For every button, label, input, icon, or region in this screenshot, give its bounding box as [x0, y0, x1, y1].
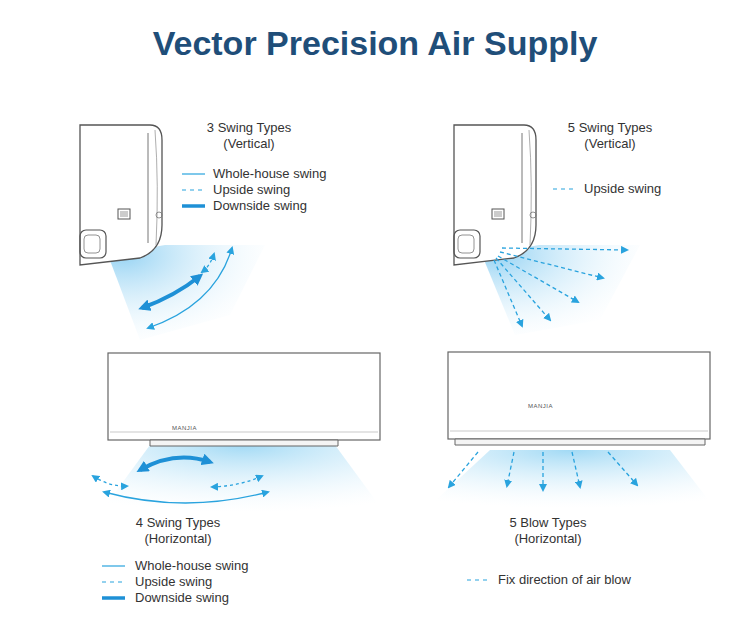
legend-text: Upside swing — [584, 181, 661, 197]
legend-sample — [102, 563, 125, 569]
panel-label: 4 Swing Types (Horizontal) — [118, 515, 238, 547]
legend-text: Whole-house swing — [135, 558, 248, 574]
panel-label: 3 Swing Types (Vertical) — [189, 120, 309, 152]
page-title: Vector Precision Air Supply — [0, 22, 750, 64]
legend-sample — [553, 186, 573, 192]
legend-sample — [182, 187, 205, 193]
legend-sample — [102, 595, 125, 601]
legend-text: Fix direction of air blow — [498, 572, 631, 588]
legend-text: Downside swing — [213, 198, 307, 214]
panel-label: 5 Blow Types (Horizontal) — [488, 515, 608, 547]
legend-sample — [102, 579, 125, 585]
legend-text: Whole-house swing — [213, 166, 326, 182]
panel-label: 5 Swing Types (Vertical) — [550, 120, 670, 152]
brand-name: MANJIA — [172, 425, 197, 432]
legend-text: Upside swing — [213, 182, 290, 198]
legend-text: Upside swing — [135, 574, 212, 590]
legend-sample — [182, 171, 205, 177]
legend-sample — [182, 203, 205, 209]
brand-name: MANJIA — [528, 403, 553, 410]
legend-text: Downside swing — [135, 590, 229, 606]
legend-sample — [467, 577, 488, 583]
